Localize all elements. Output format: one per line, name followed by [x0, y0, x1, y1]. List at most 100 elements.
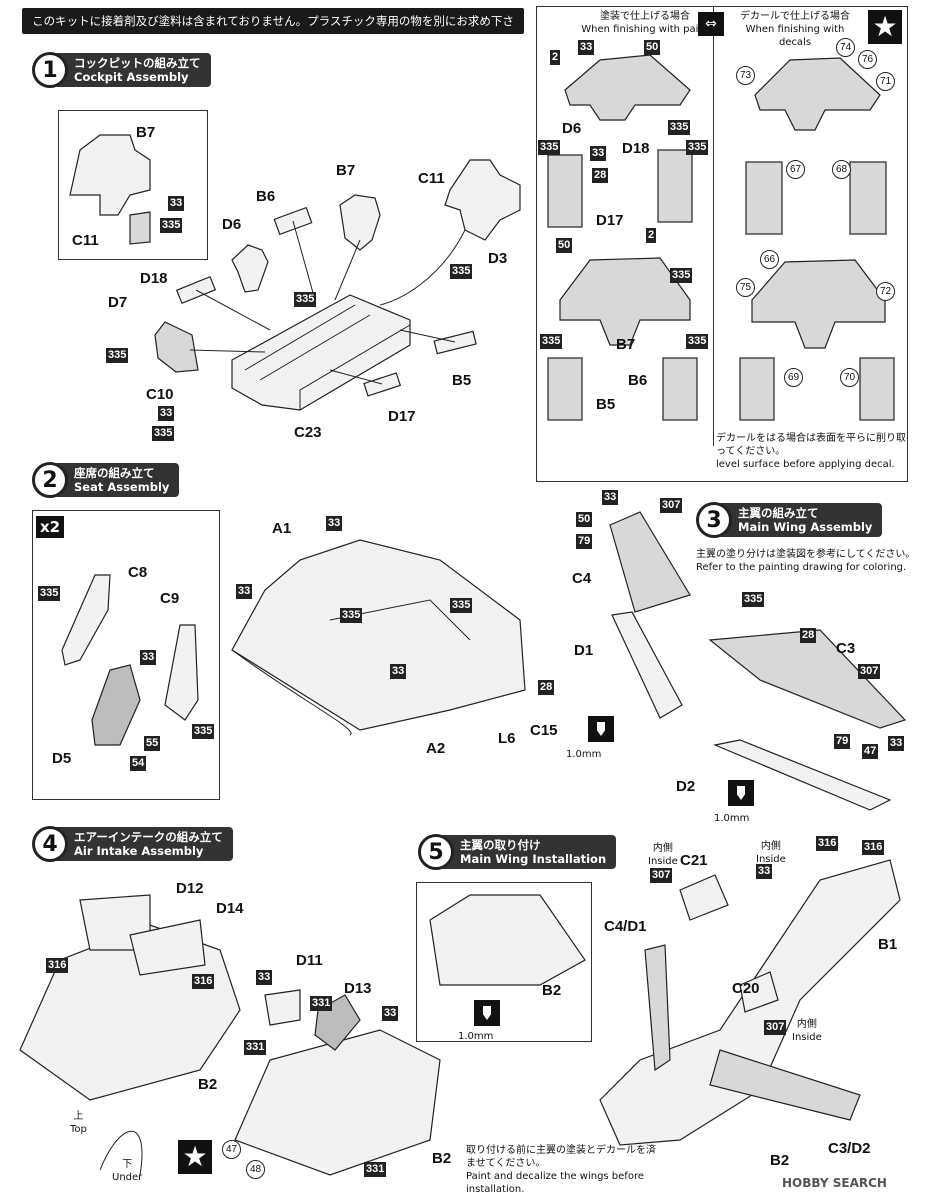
decal-d17-panel: [745, 161, 783, 235]
color-code: 316: [862, 840, 885, 855]
d3-leader: [379, 229, 466, 306]
part-label-a1: A1: [272, 520, 292, 537]
color-code: 335: [686, 334, 709, 349]
part-label-c10: C10: [146, 386, 174, 403]
step-title-jp: コックピットの組み立て: [74, 56, 201, 70]
inside-jp: 内側: [796, 1019, 817, 1030]
finishing-options-box: [536, 6, 908, 482]
color-code: 33: [756, 864, 773, 879]
color-code: 307: [858, 664, 881, 679]
step-number: 1: [32, 52, 68, 88]
color-code: 33: [140, 650, 157, 665]
color-code: 28: [800, 628, 817, 643]
step-title-en: Main Wing Assembly: [738, 520, 873, 534]
color-code: 331: [244, 1040, 267, 1055]
color-code: 335: [340, 608, 363, 623]
decal-number: 73: [736, 66, 755, 85]
paint-option-title: 塗装で仕上げる場合 When finishing with paint: [580, 10, 710, 36]
c23-tub: [231, 294, 411, 411]
decal-note-jp: デカールをはる場合は表面を平らに削り取ってください。: [716, 433, 906, 457]
part-label-b7: B7: [616, 336, 636, 353]
color-code: 79: [576, 534, 593, 549]
part-label-b1: B1: [878, 936, 898, 953]
part-label-d18: D18: [140, 270, 168, 287]
step-title-en: Air Intake Assembly: [74, 844, 204, 858]
part-label-b2: B2: [432, 1150, 452, 1167]
inside-jp: 内側: [652, 843, 673, 854]
d11-part: [264, 989, 301, 1026]
install-note: 取り付ける前に主翼の塗装とデカールを済ませてください。 Paint and de…: [466, 1144, 656, 1196]
step-title-en: Main Wing Installation: [460, 852, 607, 866]
b7-inset-part: [69, 134, 151, 216]
part-label-b7: B7: [136, 124, 156, 141]
decal-title-en: When finishing with decals: [745, 24, 845, 48]
b2-intake-right: [234, 1029, 441, 1176]
a1-canopy-fuselage: [231, 539, 526, 731]
part-label-d14: D14: [216, 900, 244, 917]
decal-number: 48: [246, 1160, 265, 1179]
decal-number: 69: [784, 368, 803, 387]
step-number: 4: [32, 826, 68, 862]
decal-b6-panel: [859, 357, 895, 421]
decal-note-en: level surface before applying decal.: [716, 459, 895, 470]
step-title-jp: 主翼の組み立て: [738, 506, 819, 520]
decal-number: 66: [760, 250, 779, 269]
color-code: 33: [256, 970, 273, 985]
part-label-d12: D12: [176, 880, 204, 897]
color-code: 33: [168, 196, 185, 211]
color-code: 335: [686, 140, 709, 155]
color-code: 2: [646, 228, 657, 243]
finishing-divider: [713, 6, 714, 446]
wing-install-inset-box: [416, 882, 592, 1042]
wing-note-jp: 主翼の塗り分けは塗装図を参考にしてください。: [696, 549, 916, 560]
inside-jp: 内側: [760, 841, 781, 852]
color-code: 33: [602, 490, 619, 505]
top-jp: 上: [73, 1111, 84, 1122]
color-code: 307: [660, 498, 683, 513]
c8-seat-part: [61, 574, 111, 666]
install-note-en: Paint and decalize the wings before inst…: [466, 1171, 644, 1195]
part-label-c8: C8: [128, 564, 148, 581]
color-code: 33: [590, 146, 607, 161]
step-title-jp: 座席の組み立て: [74, 466, 155, 480]
color-code: 307: [650, 868, 673, 883]
d6-part: [231, 244, 269, 293]
part-label-c4d1: C4/D1: [604, 918, 647, 935]
paint-title-en: When finishing with paint: [581, 24, 709, 35]
part-label-d2: D2: [676, 778, 696, 795]
part-label-c4: C4: [572, 570, 592, 587]
decal-number: 71: [876, 72, 895, 91]
star-icon: ★: [178, 1140, 212, 1174]
drill-size-label: 1.0mm: [714, 813, 750, 824]
color-code: 2: [550, 50, 561, 65]
d3-part: [444, 159, 521, 241]
cockpit-inset-box: [58, 110, 208, 260]
seat-inset-box: [32, 510, 220, 800]
color-code: 33: [326, 516, 343, 531]
part-label-b5: B5: [596, 396, 616, 413]
decal-d6-panel: [754, 57, 881, 131]
install-note-jp: 取り付ける前に主翼の塗装とデカールを済ませてください。: [466, 1145, 656, 1169]
color-code: 54: [130, 756, 147, 771]
color-code: 28: [538, 680, 555, 695]
color-code: 50: [576, 512, 593, 527]
b7-paint-panel: [559, 257, 691, 346]
drill-size-label: 1.0mm: [566, 749, 602, 760]
step-title-en: Seat Assembly: [74, 480, 170, 494]
color-code: 33: [578, 40, 595, 55]
part-label-b5: B5: [452, 372, 472, 389]
decal-d18-panel: [849, 161, 887, 235]
decal-number: 76: [858, 50, 877, 69]
a2-fuselage-lines: [231, 599, 471, 736]
part-label-d18: D18: [622, 140, 650, 157]
swap-arrows-icon: ⇔: [698, 12, 724, 36]
part-label-a2: A2: [426, 740, 446, 757]
step-title-jp: 主翼の取り付け: [460, 838, 541, 852]
drill-size-label: 1.0mm: [458, 1031, 494, 1042]
step1-arrows: [189, 220, 456, 385]
